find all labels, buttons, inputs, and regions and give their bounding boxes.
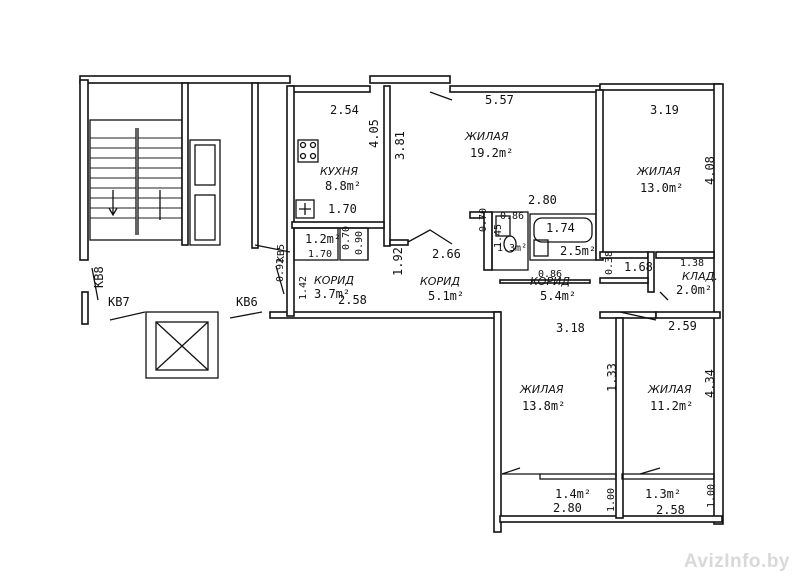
- dim-label: 0.86: [500, 211, 524, 222]
- dim-label: 5.57: [485, 93, 514, 107]
- room-name-kitchen: КУХНЯ: [320, 165, 358, 178]
- apartment-kv7: КВ7: [108, 295, 130, 309]
- fixtures: [295, 139, 593, 257]
- dim-label: 1.74: [546, 221, 575, 235]
- dim-label: 0.86: [538, 269, 562, 280]
- dim-label: 4.34: [703, 369, 717, 398]
- room-area-kitchen: 8.8m²: [325, 179, 361, 193]
- dim-label: 0.92: [275, 258, 286, 282]
- dim-label: 3.81: [393, 131, 407, 160]
- room-area-pantry: 2.0m²: [676, 283, 712, 297]
- room-name-living-bottom-right: ЖИЛАЯ: [647, 383, 692, 396]
- dim-label: 1.68: [624, 260, 653, 274]
- dim-label: 1.70: [328, 202, 357, 216]
- dim-label: 4.05: [367, 119, 381, 148]
- apartment-labels: КВ8 КВ7 КВ6 КВ5: [92, 244, 287, 309]
- dim-label: 4.08: [703, 156, 717, 185]
- dim-label: 3.19: [650, 103, 679, 117]
- dim-label: 1.00: [706, 484, 717, 508]
- staircase: [89, 119, 183, 241]
- dim-label: 2.80: [528, 193, 557, 207]
- outer-walls: [79, 75, 724, 533]
- dim-label: 0.70: [341, 226, 352, 250]
- dim-label: 0.90: [354, 231, 365, 255]
- room-area-living-bottom-left: 13.8m²: [522, 399, 565, 413]
- room-area-living-big: 19.2m²: [470, 146, 513, 160]
- apartment-kv5: КВ5: [276, 244, 287, 262]
- room-name-corridor-left: КОРИД: [314, 274, 354, 287]
- apartment-kv6: КВ6: [236, 295, 258, 309]
- dim-label: 1.42: [298, 276, 309, 300]
- room-area-balcony-left: 1.4m²: [555, 487, 591, 501]
- room-area-corridor-right: 5.4m²: [540, 289, 576, 303]
- room-area-wc: 1.2m²: [305, 232, 341, 246]
- dim-label: 1.00: [606, 488, 617, 512]
- dim-label: 3.18: [556, 321, 585, 335]
- dim-label: 0.70: [478, 208, 489, 232]
- room-area-balcony-right: 1.3m²: [645, 487, 681, 501]
- room-area-living-right: 13.0m²: [640, 181, 683, 195]
- room-name-living-bottom-left: ЖИЛАЯ: [519, 383, 564, 396]
- dimension-labels: 2.54 5.57 3.19 4.05 3.81 4.08 1.70 1.70 …: [275, 93, 717, 517]
- dim-label: 1.92: [391, 247, 405, 276]
- room-area-bath: 2.5m²: [560, 244, 596, 258]
- room-area-living-bottom-right: 11.2m²: [650, 399, 693, 413]
- dim-label: 2.58: [656, 503, 685, 517]
- room-area-corridor-left: 3.7m²: [314, 287, 350, 301]
- doors: [91, 91, 669, 475]
- room-labels: КУХНЯ 8.8m² ЖИЛАЯ 19.2m² ЖИЛАЯ 13.0m² ЖИ…: [305, 130, 718, 501]
- room-area-corridor-main: 5.1m²: [428, 289, 464, 303]
- dim-label: 1.70: [308, 249, 332, 260]
- interior-walls: [181, 82, 715, 519]
- watermark: AvizInfo.by: [683, 551, 790, 572]
- dim-label: 2.59: [668, 319, 697, 333]
- dim-label: 1.38: [680, 258, 704, 269]
- dim-label: 0.38: [604, 251, 615, 275]
- room-name-pantry: КЛАД.: [682, 270, 718, 283]
- room-name-living-big: ЖИЛАЯ: [464, 130, 509, 143]
- dim-label: 1.33: [605, 363, 619, 392]
- dim-label: 2.80: [553, 501, 582, 515]
- dim-label: 2.58: [338, 293, 367, 307]
- apartment-kv8: КВ8: [92, 266, 106, 288]
- room-name-corridor-main: КОРИД: [420, 275, 460, 288]
- room-name-corridor-right: КОРИД: [530, 275, 570, 288]
- dim-label: 2.66: [432, 247, 461, 261]
- dim-label: 2.54: [330, 103, 359, 117]
- dim-label: 1.45: [493, 224, 504, 248]
- room-name-living-right: ЖИЛАЯ: [636, 165, 681, 178]
- room-area-toilet: 1.3m²: [497, 243, 527, 254]
